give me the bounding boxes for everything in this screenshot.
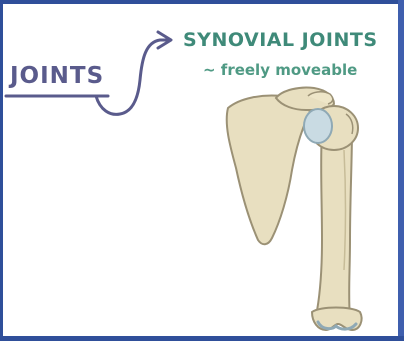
scapula-shape <box>227 96 310 245</box>
articular-cartilage <box>304 109 332 143</box>
synovial-joints-heading: SYNOVIAL JOINTS <box>183 29 378 51</box>
humerus-shaft <box>316 130 352 318</box>
freely-moveable-caption: ~ freely moveable <box>203 61 357 79</box>
connector-arrow-line <box>96 40 170 114</box>
joints-heading: JOINTS <box>10 63 104 89</box>
